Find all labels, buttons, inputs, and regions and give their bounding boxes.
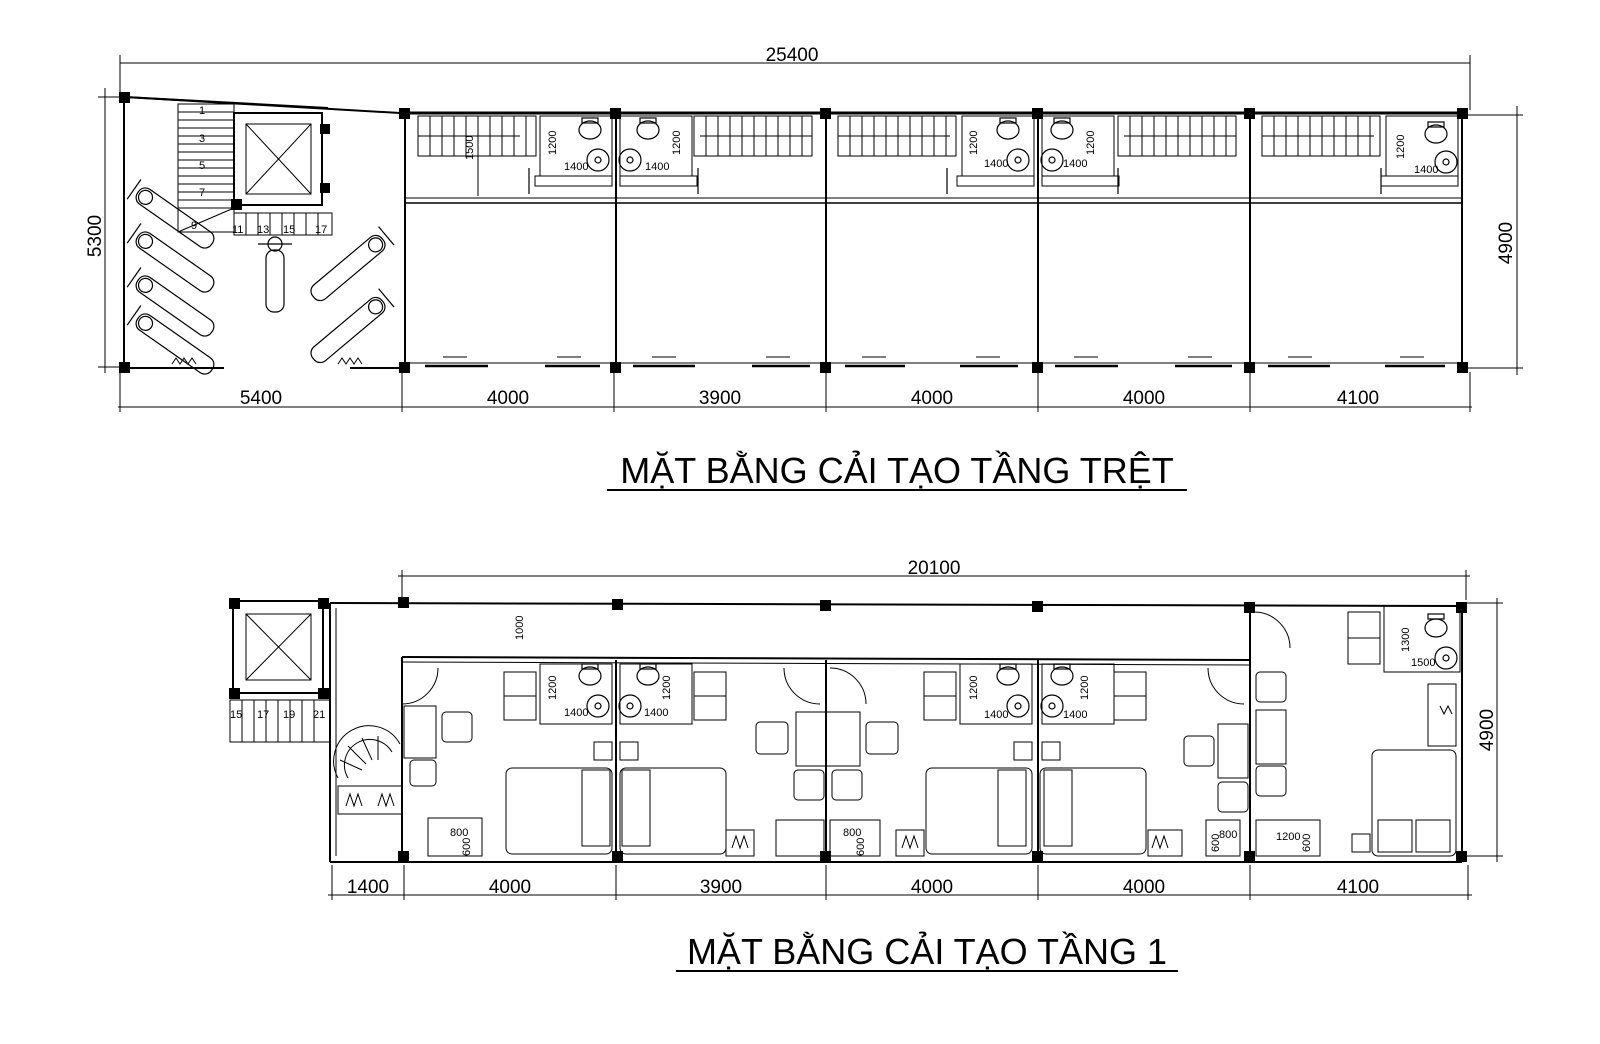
ground-floor-title: MẶT BẰNG CẢI TẠO TẦNG TRỆT bbox=[620, 450, 1173, 491]
step-label: 15 bbox=[283, 224, 295, 236]
inner-dim: 1200 bbox=[968, 676, 980, 700]
wardrobe-dim: 800 bbox=[450, 827, 468, 839]
sink-icon bbox=[586, 646, 1458, 718]
inner-dim: 1400 bbox=[1063, 709, 1087, 721]
inner-dim: 1400 bbox=[984, 158, 1008, 170]
ground-floor-plan: 25400 5300 4900 bbox=[85, 45, 1523, 491]
overall-width-dim: 25400 bbox=[766, 45, 819, 66]
bottom-dim: 4100 bbox=[1337, 877, 1379, 898]
bottom-dim: 4100 bbox=[1337, 388, 1379, 409]
inner-dim: 1200 bbox=[1085, 131, 1097, 155]
bottom-dim: 3900 bbox=[700, 877, 742, 898]
step-label: 17 bbox=[257, 709, 269, 721]
arrow-icon bbox=[528, 168, 1382, 194]
step-label: 9 bbox=[191, 220, 197, 232]
bottom-dim: 4000 bbox=[911, 388, 953, 409]
wardrobe-icon bbox=[731, 704, 1453, 850]
inner-dim: 1500 bbox=[464, 136, 476, 160]
step-label: 5 bbox=[199, 160, 205, 172]
overall-width-dim: 20100 bbox=[908, 558, 961, 579]
inner-dim: 1400 bbox=[564, 707, 588, 719]
inner-dim: 1400 bbox=[984, 709, 1008, 721]
right-height-dim: 4900 bbox=[1477, 709, 1498, 751]
first-floor-title: MẶT BẰNG CẢI TẠO TẦNG 1 bbox=[687, 931, 1167, 972]
bottom-dim: 5400 bbox=[240, 388, 282, 409]
inner-dim: 1200 bbox=[547, 131, 559, 155]
toilet-icon bbox=[578, 117, 1448, 144]
step-label: 1 bbox=[199, 105, 205, 117]
bottom-dim: 4000 bbox=[1123, 877, 1165, 898]
step-label: 11 bbox=[232, 224, 243, 236]
bottom-dim: 4000 bbox=[1123, 388, 1165, 409]
toilet-icon bbox=[578, 613, 1448, 686]
corridor-dim: 1000 bbox=[514, 616, 526, 640]
inner-dim: 1400 bbox=[645, 161, 669, 173]
step-label: 17 bbox=[315, 224, 327, 236]
right-height-dim: 4900 bbox=[1496, 222, 1517, 264]
inner-dim: 1200 bbox=[661, 676, 673, 700]
inner-dim: 1200 bbox=[968, 131, 980, 155]
step-label: 19 bbox=[283, 709, 295, 721]
inner-dim: 1400 bbox=[1063, 158, 1087, 170]
first-floor-plan: 20100 4900 bbox=[229, 558, 1503, 972]
spiral-stair-icon bbox=[333, 725, 401, 779]
wardrobe-dim: 600 bbox=[1210, 834, 1222, 852]
inner-dim: 1400 bbox=[644, 707, 668, 719]
inner-dim: 1200 bbox=[1395, 135, 1407, 159]
motorbike-icon bbox=[258, 236, 292, 313]
inner-dim: 1400 bbox=[564, 161, 588, 173]
inner-dim: 1200 bbox=[671, 131, 683, 155]
step-label: 3 bbox=[199, 133, 205, 145]
step-label: 7 bbox=[199, 187, 205, 199]
bottom-dim: 4000 bbox=[487, 388, 529, 409]
bottom-dim: 4000 bbox=[489, 877, 531, 898]
step-label: 15 bbox=[230, 709, 242, 721]
step-label: 21 bbox=[313, 709, 325, 721]
step-label: 13 bbox=[257, 224, 269, 236]
bottom-dim: 4000 bbox=[911, 877, 953, 898]
wardrobe-dim: 600 bbox=[461, 838, 473, 856]
sink-icon bbox=[586, 148, 1458, 174]
inner-dim: 1300 bbox=[1400, 628, 1412, 652]
inner-dim: 1400 bbox=[1414, 164, 1438, 176]
bottom-dim: 3900 bbox=[699, 388, 741, 409]
inner-dim: 1200 bbox=[1079, 676, 1091, 700]
wardrobe-dim: 1200 bbox=[1276, 831, 1300, 843]
inner-dim: 1200 bbox=[547, 676, 559, 700]
wardrobe-dim: 800 bbox=[1219, 829, 1237, 841]
wardrobe-dim: 600 bbox=[855, 838, 867, 856]
wardrobe-dim: 600 bbox=[1301, 834, 1313, 852]
motorbike-icon bbox=[126, 179, 215, 375]
bottom-dim: 1400 bbox=[347, 877, 389, 898]
inner-dim: 1500 bbox=[1411, 657, 1435, 669]
wardrobe-dim: 800 bbox=[843, 827, 861, 839]
left-height-dim: 5300 bbox=[85, 215, 106, 257]
motorbike-icon bbox=[310, 226, 395, 364]
